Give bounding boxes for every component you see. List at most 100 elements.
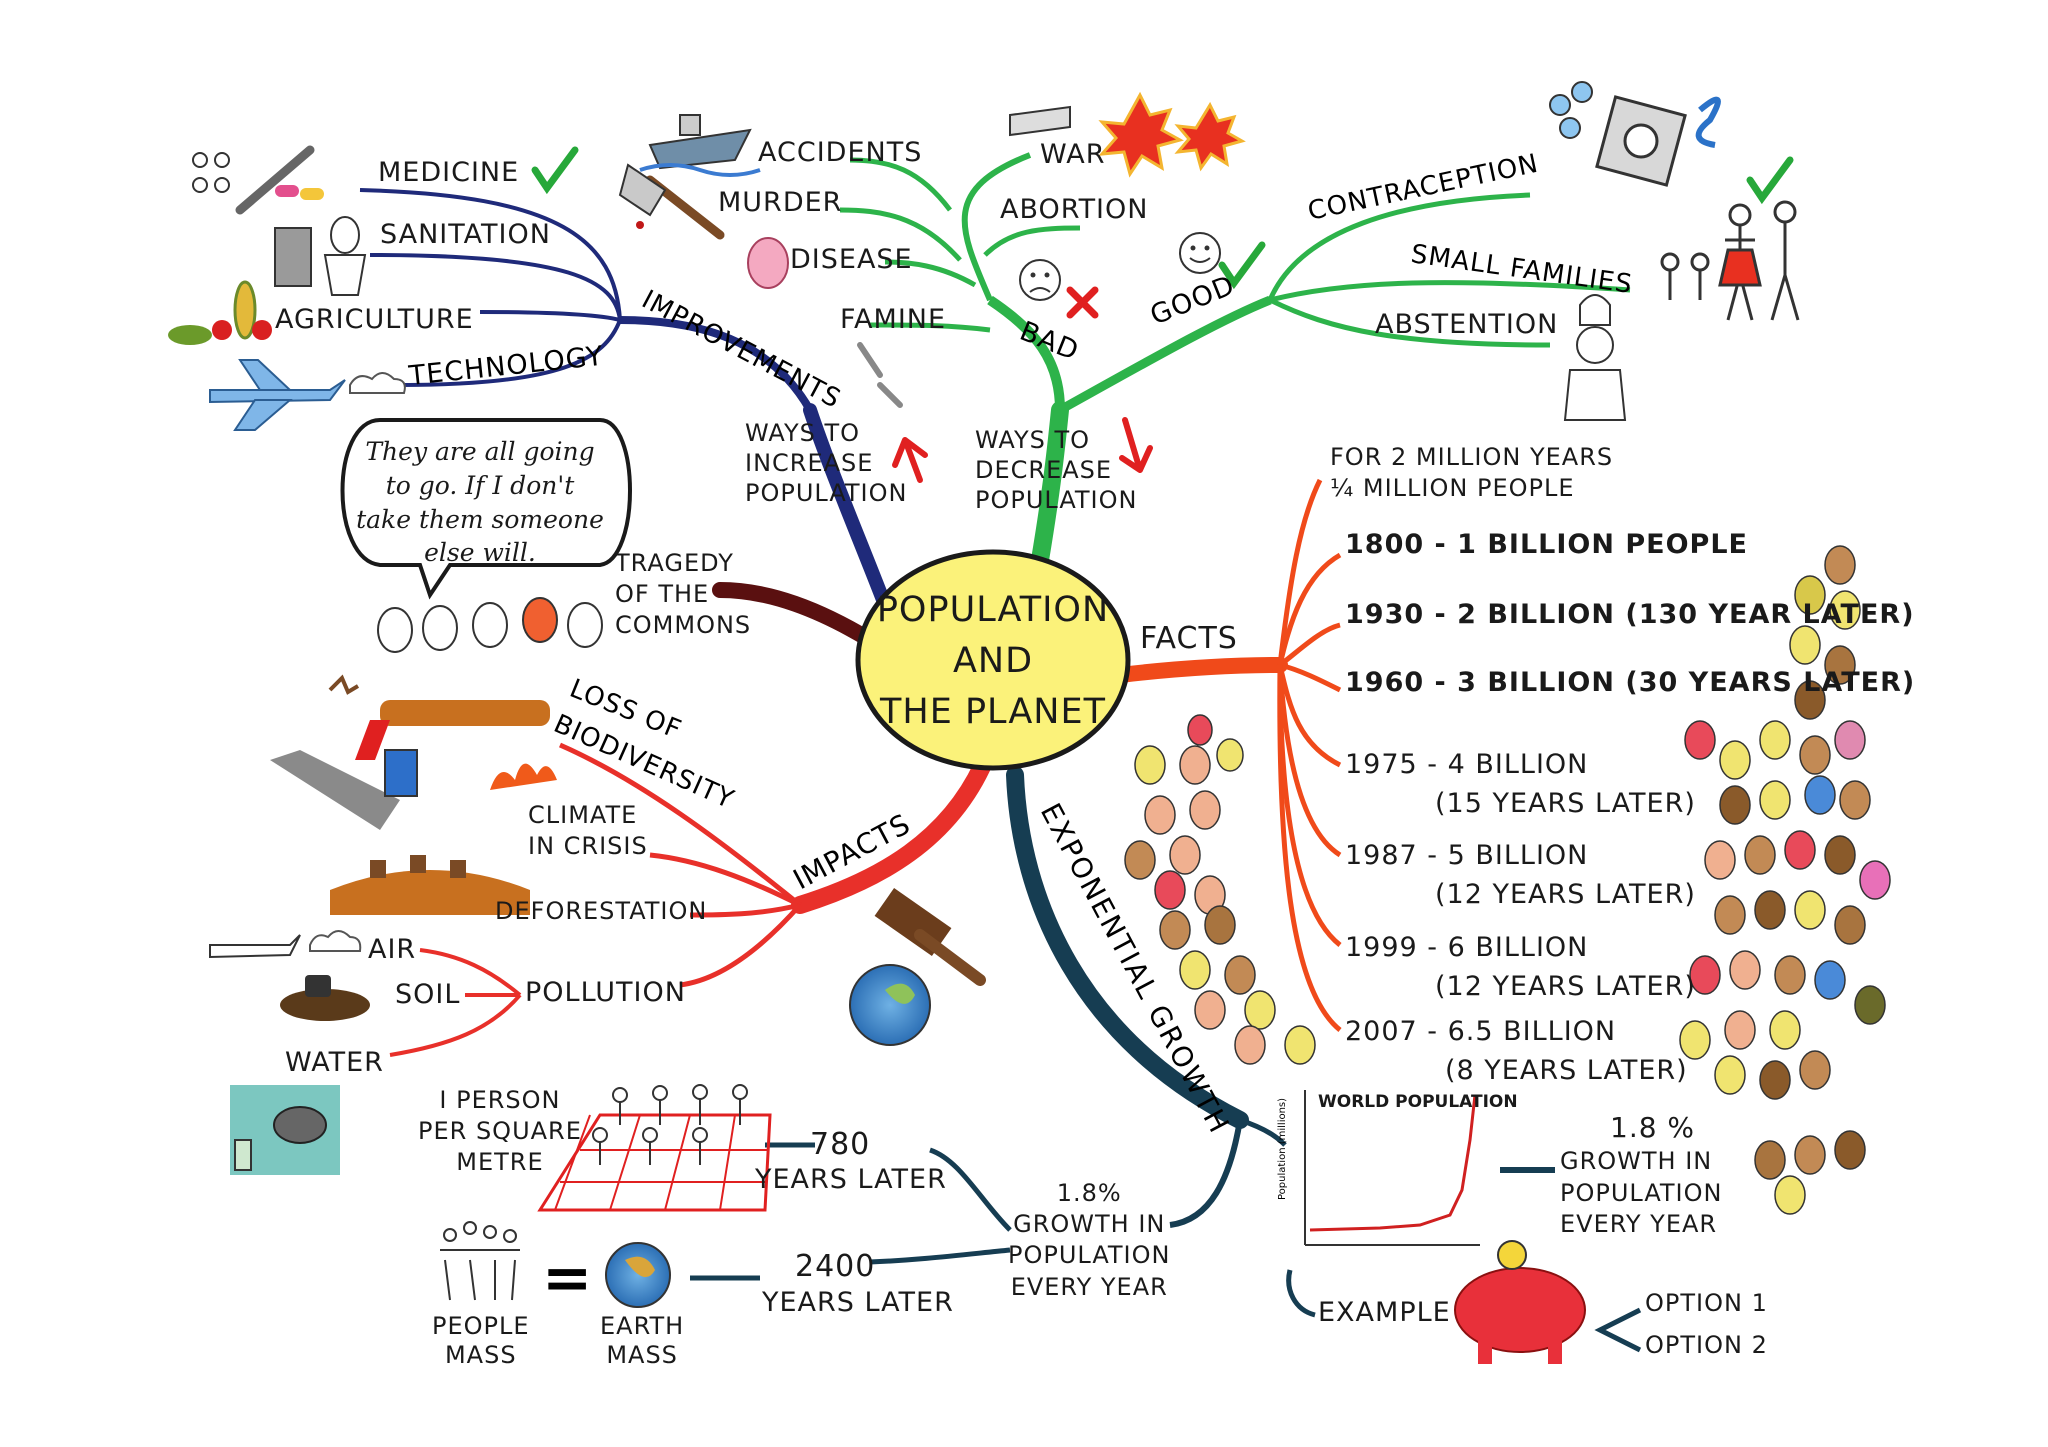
line-contraception bbox=[1267, 192, 1531, 301]
ways-decrease-line3: POPULATION bbox=[975, 486, 1138, 514]
war-label: WAR bbox=[1040, 139, 1106, 170]
line-agriculture bbox=[479, 310, 621, 322]
earth-mass-a: EARTH bbox=[600, 1312, 685, 1340]
bubble-text: They are all going to go. If I don't tak… bbox=[350, 435, 610, 570]
ways-decrease-line2: DECREASE bbox=[975, 456, 1113, 484]
person-line2: PER SQUARE bbox=[418, 1117, 582, 1146]
contraception-label: CONTRACEPTION bbox=[1305, 149, 1541, 227]
ways-increase-label: WAYS TO INCREASE POPULATION bbox=[745, 418, 907, 508]
line-air bbox=[419, 948, 522, 997]
technology-label: TECHNOLOGY bbox=[406, 341, 605, 392]
fact-0-b: ¼ MILLION PEOPLE bbox=[1330, 474, 1575, 503]
sanitation-icon bbox=[274, 216, 367, 296]
climate-line1: CLIMATE bbox=[528, 801, 638, 829]
tragedy-line2: OF THE bbox=[615, 580, 710, 609]
soil-pollution-icon bbox=[280, 975, 370, 1021]
person-per-sqm-label: I PERSON PER SQUARE METRE bbox=[418, 1085, 582, 1179]
growth-rate-right: 1.8 % GROWTH IN POPULATION EVERY YEAR bbox=[1560, 1110, 1722, 1240]
growth-rate-left-line3: POPULATION bbox=[1008, 1241, 1171, 1270]
medicine-check-icon bbox=[531, 146, 579, 195]
people-mass-a: PEOPLE bbox=[432, 1312, 530, 1340]
family-icon bbox=[1660, 200, 1800, 321]
equals-sign: = bbox=[542, 1243, 592, 1313]
fact-line-0 bbox=[1277, 478, 1323, 666]
line-example bbox=[1286, 1269, 1316, 1318]
growth-rate-left: 1.8% GROWTH IN POPULATION EVERY YEAR bbox=[1008, 1178, 1170, 1303]
years-780-label: YEARS LATER bbox=[755, 1164, 947, 1195]
bubble-line4: else will. bbox=[424, 538, 536, 568]
branch-increase bbox=[803, 403, 892, 612]
center-line1: POPULATION bbox=[876, 590, 1110, 630]
branch-improvements bbox=[619, 316, 814, 412]
fact-5: 1987 - 5 BILLION (12 YEARS LATER) bbox=[1345, 836, 1696, 914]
disease-label: DISEASE bbox=[790, 244, 913, 275]
hammer-earth-icon bbox=[849, 887, 986, 1046]
good-check-icon bbox=[1218, 241, 1266, 290]
deforestation-label: DEFORESTATION bbox=[495, 897, 708, 925]
famine-label: FAMINE bbox=[840, 304, 947, 335]
line-2400 bbox=[869, 1247, 1011, 1265]
fact-7-b: (8 YEARS LATER) bbox=[1445, 1055, 1688, 1087]
fact-7: 2007 - 6.5 BILLION (8 YEARS LATER) bbox=[1345, 1012, 1688, 1090]
trunk-decrease bbox=[987, 295, 1065, 411]
earth-mass-b: MASS bbox=[606, 1340, 678, 1369]
accidents-label: ACCIDENTS bbox=[758, 137, 923, 168]
ways-increase-line2: INCREASE bbox=[745, 449, 874, 477]
branch-decrease bbox=[1031, 401, 1069, 569]
crowd-icon bbox=[440, 1221, 520, 1301]
line-small-families bbox=[1269, 280, 1631, 303]
line-pollution bbox=[679, 903, 802, 988]
line-famine bbox=[869, 322, 991, 333]
center-line2: AND bbox=[952, 640, 1034, 681]
growth-rate-left-line2: GROWTH IN bbox=[1013, 1210, 1166, 1239]
line-bad-top bbox=[961, 152, 1032, 302]
tragedy-line1: TRAGEDY bbox=[615, 549, 734, 577]
deforestation-icon bbox=[330, 855, 530, 915]
fact-1: 1800 - 1 BILLION PEOPLE bbox=[1345, 529, 1748, 560]
line-abortion bbox=[983, 225, 1081, 257]
climate-line2: IN CRISIS bbox=[528, 832, 648, 861]
fact-line-7 bbox=[1277, 664, 1342, 1032]
example-label: EXAMPLE bbox=[1318, 1297, 1451, 1328]
medicine-icon bbox=[192, 145, 324, 215]
fact-4-a: 1975 - 4 BILLION bbox=[1345, 749, 1589, 780]
line-780 bbox=[929, 1147, 1012, 1232]
growth-rate-right-line4: EVERY YEAR bbox=[1560, 1209, 1718, 1238]
airplane-icon bbox=[209, 359, 406, 431]
faces-crowd-icon bbox=[1124, 545, 1891, 1215]
air-pollution-icon bbox=[209, 930, 362, 959]
contraception-icon bbox=[1549, 81, 1721, 187]
bubble-line3: take them someone bbox=[356, 504, 604, 534]
line-growth-right bbox=[1239, 1117, 1287, 1147]
fact-0-a: FOR 2 MILLION YEARS bbox=[1330, 443, 1614, 471]
improvements-label: IMPROVEMENTS bbox=[637, 285, 846, 415]
fact-5-a: 1987 - 5 BILLION bbox=[1345, 840, 1589, 871]
fact-0: FOR 2 MILLION YEARS ¼ MILLION PEOPLE bbox=[1330, 442, 1613, 504]
axe-icon bbox=[618, 163, 725, 240]
water-label: WATER bbox=[285, 1047, 384, 1078]
option-1-label: OPTION 1 bbox=[1645, 1289, 1768, 1317]
piggy-bank-icon bbox=[1454, 1240, 1586, 1364]
person-line3: METRE bbox=[456, 1148, 544, 1177]
line-water bbox=[389, 993, 522, 1057]
person-line1: I PERSON bbox=[439, 1086, 561, 1114]
increase-arrow-icon bbox=[892, 437, 928, 483]
fact-line-2 bbox=[1278, 622, 1341, 667]
germ-icon bbox=[747, 237, 789, 289]
people-mass-b: MASS bbox=[444, 1340, 517, 1369]
earth-icon bbox=[605, 1242, 671, 1308]
bubble-line2: to go. If I don't bbox=[385, 470, 575, 500]
bones-icon bbox=[857, 342, 903, 408]
faces-group bbox=[377, 597, 603, 653]
growth-rate-right-line3: POPULATION bbox=[1560, 1178, 1723, 1207]
option-2-label: OPTION 2 bbox=[1645, 1331, 1768, 1359]
line-disease bbox=[884, 259, 977, 288]
fact-line-1 bbox=[1277, 552, 1342, 666]
ways-increase-line1: WAYS TO bbox=[745, 419, 861, 447]
growth-rate-right-line2: GROWTH IN bbox=[1560, 1147, 1713, 1176]
line-loss-biodiversity bbox=[558, 742, 802, 907]
center-title: POPULATION AND THE PLANET bbox=[868, 585, 1118, 737]
line-medicine bbox=[359, 188, 622, 321]
growth-rate-left-line4: EVERY YEAR bbox=[1010, 1272, 1168, 1301]
fact-4-b: (15 YEARS LATER) bbox=[1435, 788, 1696, 820]
